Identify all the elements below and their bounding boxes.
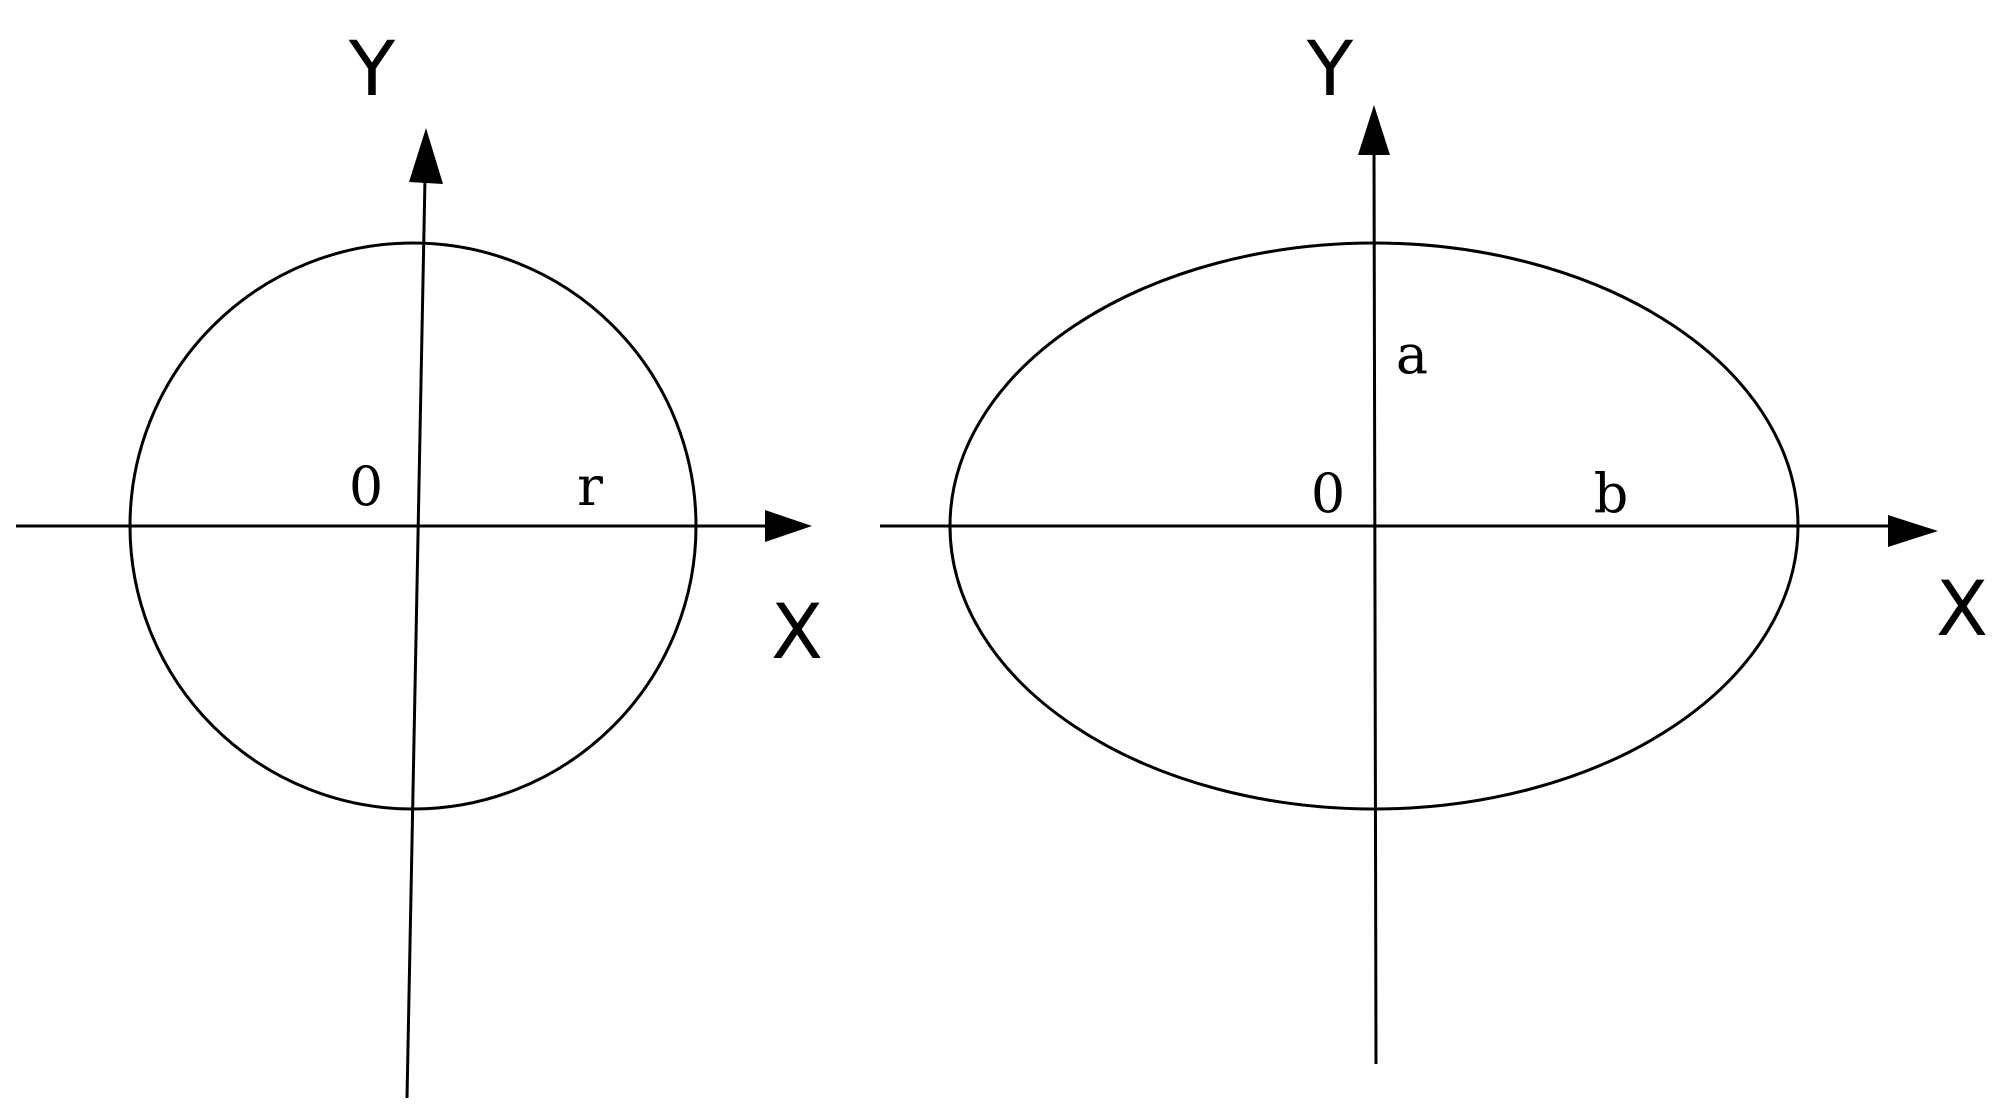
- ellipse-vertical-semi-axis-label: a: [1396, 323, 1428, 386]
- ellipse-x-axis-arrowhead: [1888, 515, 1938, 547]
- circle-y-axis-arrowhead: [409, 128, 443, 184]
- circle-origin-label: 0: [349, 455, 383, 518]
- ellipse-origin-label: 0: [1311, 462, 1345, 525]
- circle-y-axis: [405, 177, 427, 1099]
- ellipse-x-axis-label: X: [1936, 564, 1988, 653]
- ellipse-y-axis-label: Y: [1306, 24, 1354, 113]
- circle-figure: Y X 0 r: [16, 24, 823, 1099]
- ellipse-y-axis: [1372, 147, 1378, 1065]
- ellipse-horizontal-semi-axis-label: b: [1594, 462, 1629, 525]
- circle-y-axis-label: Y: [348, 24, 396, 113]
- circle-radius-label: r: [577, 455, 603, 518]
- circle-x-axis-label: X: [771, 587, 823, 676]
- circle-x-axis-arrowhead: [765, 510, 812, 542]
- ellipse-y-axis-arrowhead: [1358, 105, 1390, 155]
- ellipse-figure: Y X 0 a b: [880, 24, 1988, 1065]
